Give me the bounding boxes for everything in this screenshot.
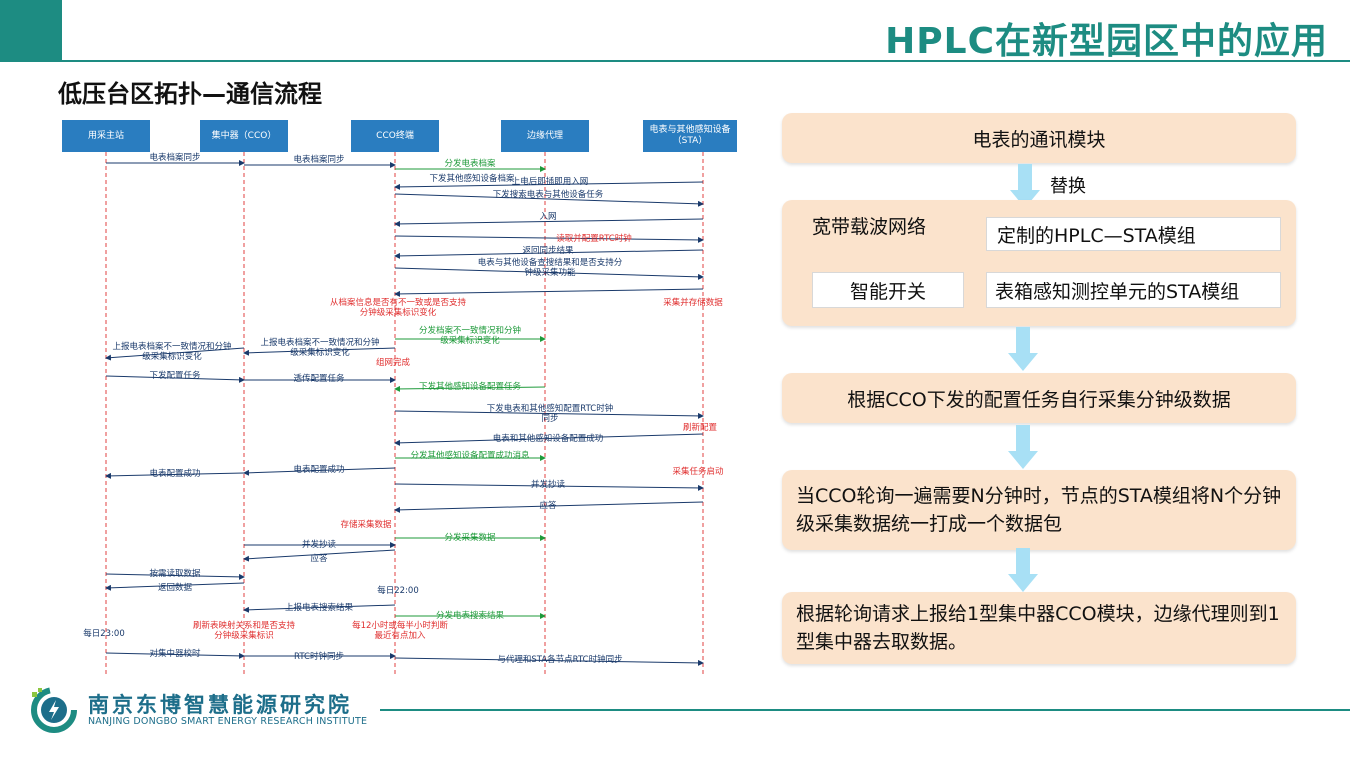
down-arrow-icon bbox=[1010, 164, 1040, 208]
section-subtitle: 低压台区拓扑—通信流程 bbox=[58, 80, 322, 108]
message-label: 读取并配置RTC时钟 bbox=[556, 234, 632, 244]
message-label: 返回数据 bbox=[157, 583, 193, 593]
message-label: 分发采集数据 bbox=[444, 533, 496, 543]
message-label: 透传配置任务 bbox=[293, 374, 345, 384]
institute-name: 南京东博智慧能源研究院 bbox=[88, 693, 352, 717]
message-label: 电表档案同步 bbox=[293, 155, 345, 165]
message-label: 返回同步结果 bbox=[522, 246, 574, 256]
header-divider bbox=[62, 60, 1350, 62]
message-label: 按需读取数据 bbox=[149, 569, 201, 579]
message-label: 下发电表和其他感知配置RTC时钟同步 bbox=[486, 404, 614, 424]
message-label: 上报电表档案不一致情况和分钟级采集标识变化 bbox=[260, 338, 380, 358]
message-label: 与代理和STA各节点RTC时钟同步 bbox=[497, 655, 623, 665]
message-label: 应答 bbox=[310, 554, 328, 564]
message-label: 组网完成 bbox=[375, 358, 411, 368]
actor-edge-agent: 边缘代理 bbox=[501, 120, 589, 152]
message-label: 采集并存储数据 bbox=[663, 298, 723, 308]
message-label: 下发搜索电表与其他设备任务 bbox=[492, 190, 604, 200]
message-label: 下发配置任务 bbox=[149, 371, 201, 381]
message-label: 每12小时或每半小时判断最近有点加入 bbox=[352, 621, 448, 641]
sequence-lines bbox=[105, 152, 704, 674]
flow-step-collect: 根据CCO下发的配置任务自行采集分钟级数据 bbox=[782, 373, 1296, 423]
message-label: 分发电表搜索结果 bbox=[435, 611, 505, 621]
footer-divider bbox=[380, 709, 1350, 711]
message-label: 分发其他感知设备配置成功消息 bbox=[410, 451, 530, 461]
message-label: 电表和其他感知设备配置成功 bbox=[492, 434, 604, 444]
message-label: 刷新配置 bbox=[682, 423, 718, 433]
message-label: 采集任务启动 bbox=[672, 467, 724, 477]
message-label: 上电后即插即用入网 bbox=[511, 177, 589, 187]
message-label: 电表配置成功 bbox=[293, 465, 345, 475]
group-item-hplc-sta: 定制的HPLC—STA模组 bbox=[986, 217, 1281, 251]
replace-label: 替换 bbox=[1050, 176, 1086, 197]
message-label: 每日23:00 bbox=[83, 629, 125, 639]
message-label: 电表配置成功 bbox=[149, 469, 201, 479]
actor-main-station: 用采主站 bbox=[62, 120, 150, 152]
flow-step-package: 当CCO轮询一遍需要N分钟时，节点的STA模组将N个分钟级采集数据统一打成一个数… bbox=[782, 470, 1296, 550]
message-label: 电表与其他设备查搜结果和是否支持分钟级采集功能 bbox=[477, 258, 623, 278]
message-label: 并发抄读 bbox=[301, 540, 337, 550]
message-label: RTC时钟同步 bbox=[294, 652, 344, 662]
actor-sta: 电表与其他感知设备（STA） bbox=[643, 120, 737, 152]
down-arrow-icon bbox=[1008, 548, 1038, 592]
flow-step-meter-module: 电表的通讯模块 bbox=[782, 113, 1296, 163]
header-corner-block bbox=[0, 0, 62, 62]
message-label: 上报电表搜索结果 bbox=[284, 603, 354, 613]
message-label: 下发其他感知设备配置任务 bbox=[418, 382, 522, 392]
message-label: 刷新表映射关系和是否支持分钟级采集标识 bbox=[192, 621, 295, 641]
group-label-broadband: 宽带载波网络 bbox=[812, 216, 927, 238]
message-label: 并发抄读 bbox=[530, 480, 566, 490]
institute-logo-icon bbox=[31, 687, 77, 733]
message-label: 上报电表档案不一致情况和分钟级采集标识变化 bbox=[112, 342, 232, 362]
actor-cco-terminal: CCO终端 bbox=[351, 120, 439, 152]
sequence-diagram: 用采主站 集中器（CCO） CCO终端 边缘代理 电表与其他感知设备（STA） … bbox=[60, 118, 740, 674]
message-label: 对集中器校时 bbox=[149, 649, 201, 659]
message-label: 入网 bbox=[539, 212, 557, 222]
institute-name-en: NANJING DONGBO SMART ENERGY RESEARCH INS… bbox=[88, 716, 368, 727]
message-label: 每日22:00 bbox=[377, 586, 419, 596]
message-label: 分发档案不一致情况和分钟级采集标识变化 bbox=[418, 326, 521, 346]
down-arrow-icon bbox=[1008, 327, 1038, 371]
message-label: 应答 bbox=[539, 501, 557, 511]
message-label: 电表档案同步 bbox=[149, 153, 201, 163]
down-arrow-icon bbox=[1008, 425, 1038, 469]
message-label: 下发其他感知设备档案 bbox=[429, 174, 515, 184]
actor-concentrator: 集中器（CCO） bbox=[200, 120, 288, 152]
group-label-smart-switch: 智能开关 bbox=[812, 272, 964, 308]
group-item-box-sensor-sta: 表箱感知测控单元的STA模组 bbox=[986, 272, 1281, 308]
message-label: 分发电表档案 bbox=[444, 159, 496, 169]
flow-step-report: 根据轮询请求上报给1型集中器CCO模块，边缘代理则到1型集中器去取数据。 bbox=[782, 592, 1296, 664]
slide-title: HPLC在新型园区中的应用 bbox=[885, 21, 1328, 62]
message-label: 从档案信息是否有不一致或是否支持分钟级采集标识变化 bbox=[329, 298, 466, 318]
message-label: 存储采集数据 bbox=[340, 520, 392, 530]
